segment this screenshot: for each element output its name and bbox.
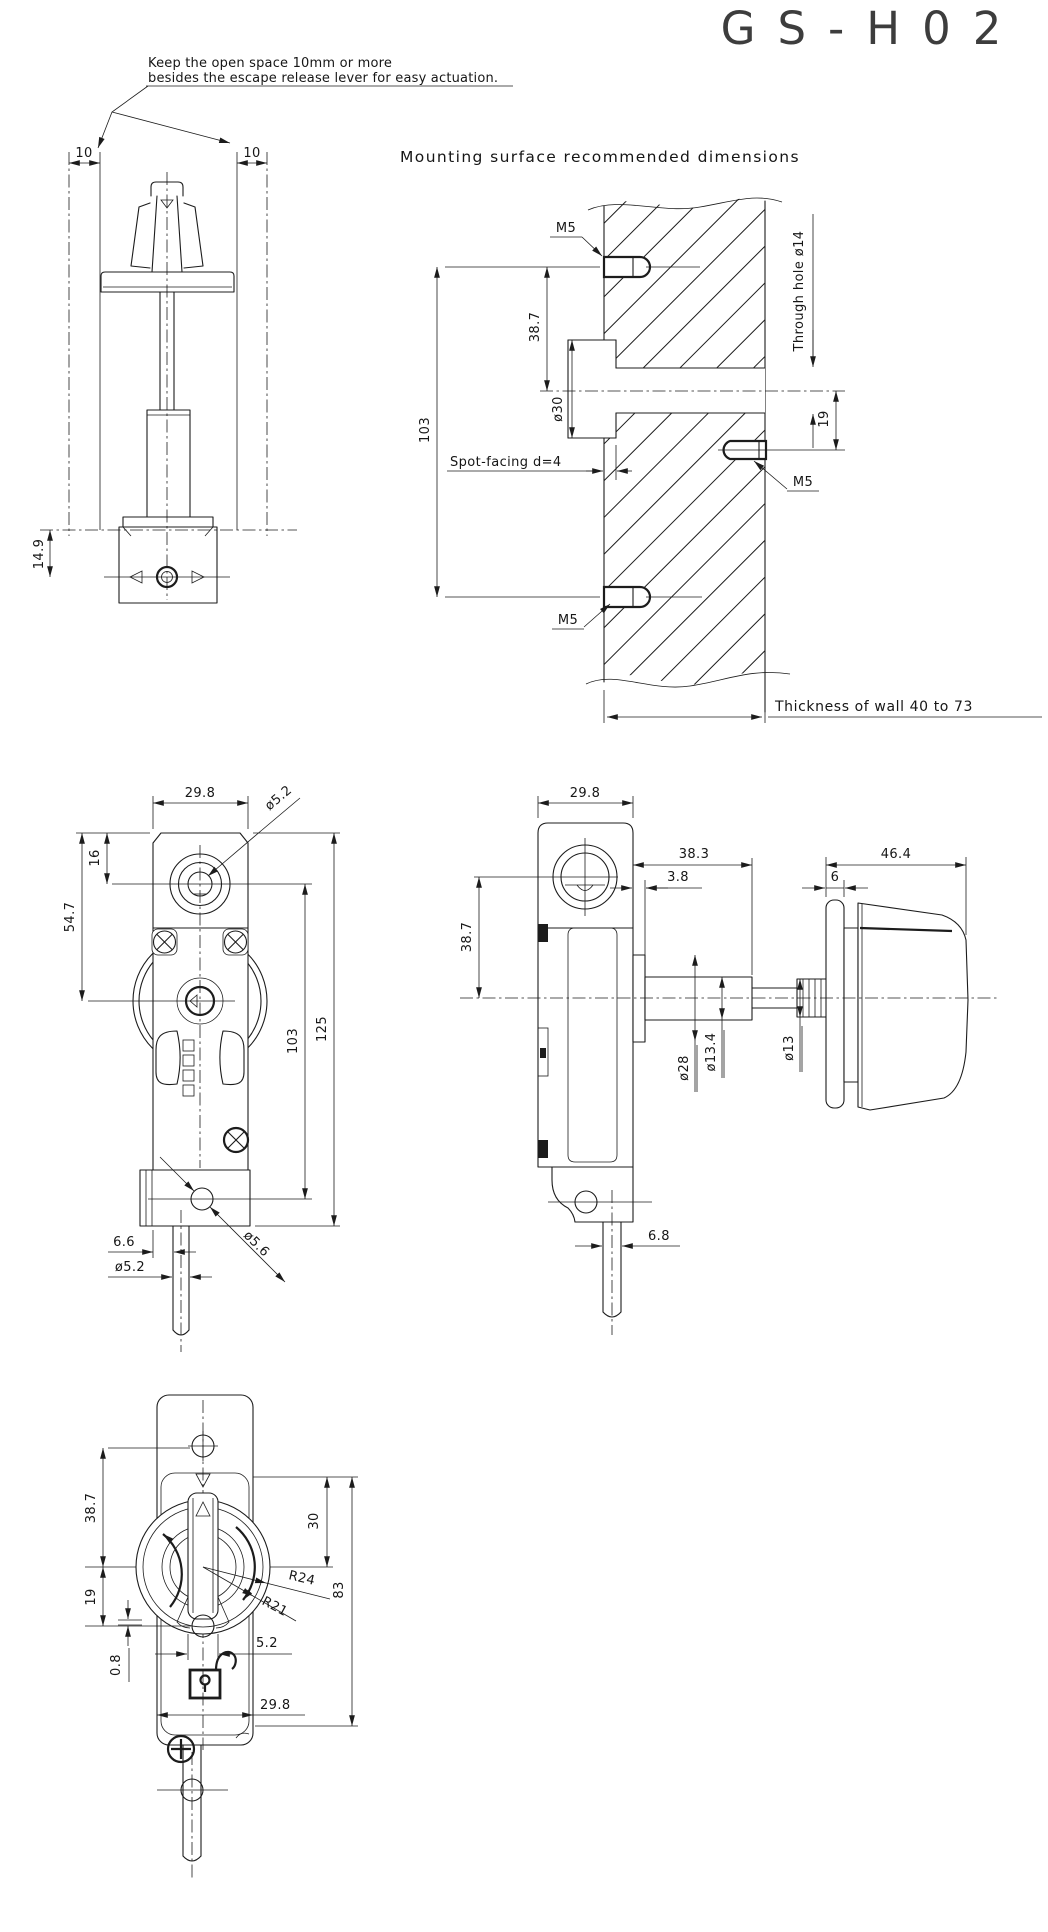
dim-10-left: 10 bbox=[75, 146, 92, 161]
dim-38-3: 38.3 bbox=[679, 847, 710, 862]
bottom-bracket bbox=[139, 1169, 312, 1352]
dim-83: 83 bbox=[332, 1581, 347, 1598]
dim-14-9: 14.9 bbox=[32, 539, 47, 570]
dim-125: 125 bbox=[315, 1016, 330, 1042]
grip-left bbox=[155, 1030, 181, 1086]
side-foot bbox=[548, 1166, 652, 1335]
release-knob bbox=[100, 181, 235, 293]
note-line1: Keep the open space 10mm or more bbox=[148, 56, 392, 71]
mount-tab-top bbox=[538, 924, 548, 942]
side-view: 29.8 bbox=[460, 786, 1000, 1335]
label-m5-top: M5 bbox=[556, 221, 576, 236]
dim-38-7-side: 38.7 bbox=[460, 922, 475, 953]
dim-38-7: 38.7 bbox=[528, 312, 543, 343]
dim-width-side: 29.8 bbox=[570, 786, 601, 801]
dim-6-6: 6.6 bbox=[113, 1235, 135, 1250]
dim-19-dial: 19 bbox=[84, 1588, 99, 1605]
dim-54-7: 54.7 bbox=[63, 902, 78, 933]
dim-38-7-dial: 38.7 bbox=[84, 1493, 99, 1524]
dim-5-6: ø5.6 bbox=[240, 1228, 272, 1260]
label-m5-right: M5 bbox=[793, 475, 813, 490]
vent-squares bbox=[182, 1039, 195, 1097]
dim-10-right: 10 bbox=[243, 146, 260, 161]
dim-6: 6 bbox=[831, 870, 840, 885]
phillips-screw-top-left bbox=[151, 928, 178, 956]
pointer-triangle-icon bbox=[189, 994, 198, 1008]
label-through-hole: Through hole ø14 bbox=[792, 231, 807, 353]
ccw-arrow-icon bbox=[162, 1533, 183, 1608]
dim-dia13-4: ø13.4 bbox=[704, 1033, 719, 1072]
note: Keep the open space 10mm or more besides… bbox=[97, 56, 513, 149]
drawing-title: GS-H02 bbox=[721, 2, 1024, 55]
right-arrow-icon bbox=[191, 570, 205, 584]
phillips-screw-lower-right bbox=[222, 1126, 250, 1154]
m5-screw-bottom bbox=[602, 585, 652, 609]
phillips-screw-top-right bbox=[222, 928, 249, 956]
dim-dia13: ø13 bbox=[782, 1035, 797, 1061]
label-spot-facing: Spot-facing d=4 bbox=[450, 455, 562, 470]
dim-46-4: 46.4 bbox=[881, 847, 912, 862]
mounting-surface-view: Mounting surface recommended dimensions bbox=[400, 148, 1042, 723]
dim-3-8: 3.8 bbox=[667, 870, 689, 885]
dim-top-hole: ø5.2 bbox=[262, 783, 295, 814]
page-title: GS-H02 bbox=[721, 2, 1024, 55]
dim-103-front: 103 bbox=[286, 1028, 301, 1054]
dim-29-8-dial: 29.8 bbox=[260, 1698, 291, 1713]
dim-dia30: ø30 bbox=[551, 396, 566, 422]
open-padlock-icon bbox=[188, 1650, 237, 1700]
dim-0-8: 0.8 bbox=[109, 1654, 124, 1676]
dim-16: 16 bbox=[88, 849, 103, 866]
dim-5-2: 5.2 bbox=[256, 1636, 278, 1651]
mount-tab-bottom bbox=[538, 1140, 548, 1158]
dim-body-width: 29.8 bbox=[185, 786, 216, 801]
section-heading: Mounting surface recommended dimensions bbox=[400, 148, 800, 166]
lever-shaft-body bbox=[104, 291, 230, 604]
triangle-down-icon bbox=[195, 1473, 211, 1488]
dim-rod-dia: ø5.2 bbox=[115, 1260, 145, 1275]
phillips-screw-dial bbox=[166, 1734, 196, 1764]
left-arrow-icon bbox=[129, 570, 143, 584]
escape-dial-view: 38.7 19 0.8 30 83 R24 R21 5.2 29.8 bbox=[84, 1394, 358, 1880]
dim-dia28: ø28 bbox=[677, 1055, 692, 1081]
shaft-assembly bbox=[632, 954, 829, 1043]
grip-right bbox=[219, 1030, 245, 1086]
spot-facing-boss bbox=[567, 339, 766, 439]
lever-clearance-view: 10 10 bbox=[32, 146, 297, 604]
lower-rod bbox=[157, 1744, 228, 1880]
dim-r21: R21 bbox=[259, 1594, 290, 1620]
m5-screw-top bbox=[602, 255, 652, 279]
triangle-up-icon bbox=[195, 1501, 211, 1517]
note-line2: besides the escape release lever for eas… bbox=[148, 71, 498, 86]
dim-30: 30 bbox=[307, 1512, 322, 1529]
dim-r24: R24 bbox=[287, 1568, 316, 1589]
dim-6-8: 6.8 bbox=[648, 1229, 670, 1244]
escape-dial bbox=[135, 1473, 271, 1638]
wall-hatching bbox=[604, 198, 765, 685]
label-m5-bottom: M5 bbox=[558, 613, 578, 628]
dim-19: 19 bbox=[817, 410, 832, 427]
dim-103: 103 bbox=[418, 417, 433, 443]
knob-side bbox=[825, 899, 969, 1111]
label-wall-thickness: Thickness of wall 40 to 73 bbox=[774, 699, 973, 715]
front-view: 29.8 bbox=[63, 783, 340, 1352]
